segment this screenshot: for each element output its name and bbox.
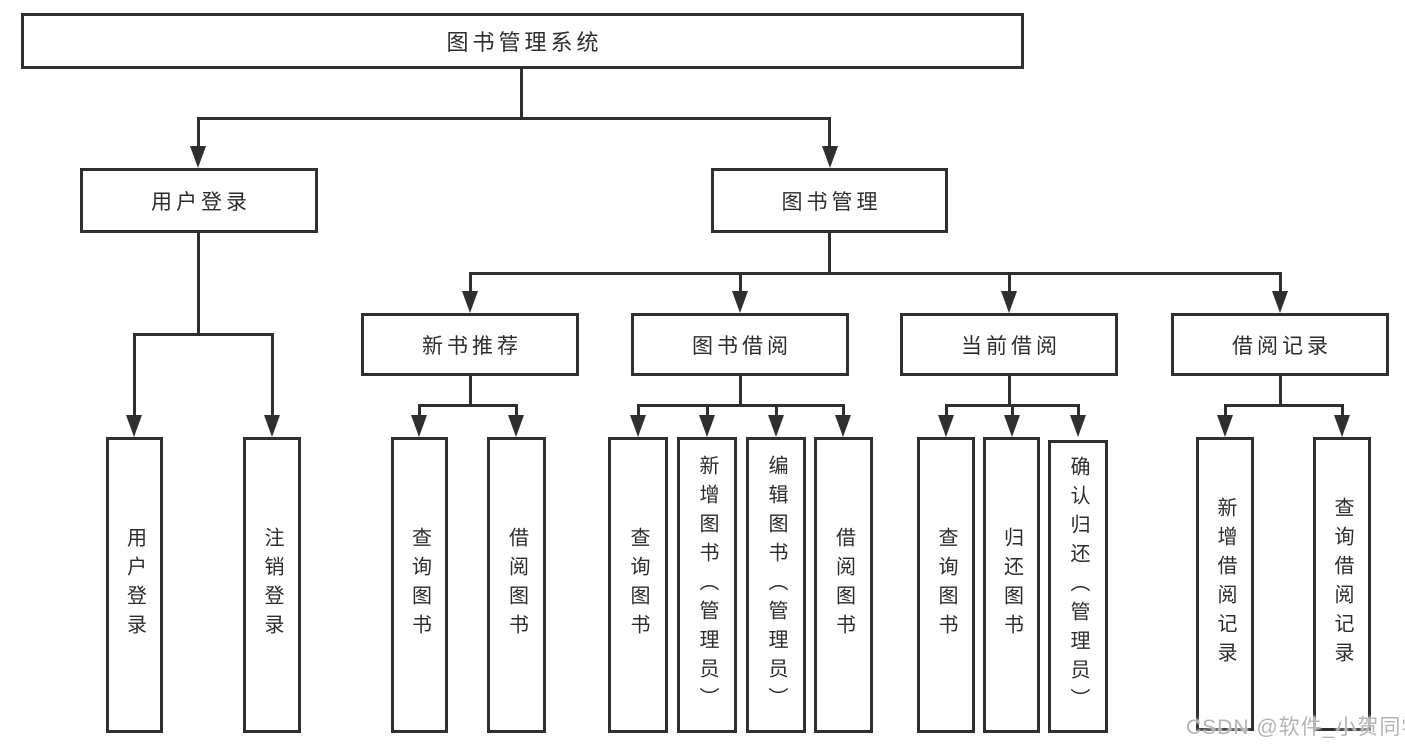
leaf-label: 编辑图书（管理员）: [765, 454, 787, 716]
leaf-confirm-return-admin: 确认归还（管理员）: [1048, 440, 1108, 733]
connector-borrow-records-branch: [1224, 404, 1344, 407]
arrowhead-borrow-records: [1272, 291, 1288, 313]
connector-stem: [945, 404, 948, 418]
connector-new-book-stem: [469, 376, 472, 407]
node-label: 图书借阅: [692, 334, 792, 358]
leaf-label: 新增借阅记录: [1214, 497, 1236, 671]
leaf-return-books: 归还图书: [983, 437, 1040, 733]
node-label: 当前借阅: [961, 334, 1061, 358]
leaf-borrow-books: 借阅图书: [814, 437, 873, 733]
connector-root-stem: [520, 68, 523, 118]
leaf-label: 归还图书: [1000, 527, 1023, 643]
connector-current-borrow-stem: [1008, 376, 1011, 407]
connector-stem-user-login: [197, 117, 200, 149]
arrowhead: [938, 415, 954, 437]
connector-stem-leaf-login: [133, 333, 136, 419]
connector-stem: [1341, 404, 1344, 418]
arrowhead: [699, 415, 715, 437]
arrowhead: [1217, 415, 1233, 437]
connector-book-management-stem: [828, 233, 831, 275]
connector-stem-book-borrow: [739, 272, 742, 294]
connector-stem-book-management: [828, 117, 831, 149]
leaf-edit-books-admin: 编辑图书（管理员）: [746, 437, 806, 733]
node-label: 新书推荐: [422, 334, 522, 358]
connector-stem: [1011, 404, 1014, 418]
connector-book-borrow-branch: [637, 404, 845, 407]
node-label: 图书管理系统: [446, 30, 603, 55]
leaf-label: 注销登录: [261, 527, 283, 643]
node-label: 用户登录: [151, 190, 251, 214]
leaf-add-borrow-record: 新增借阅记录: [1196, 437, 1254, 731]
leaf-label: 借阅图书: [832, 527, 855, 643]
arrowhead: [1334, 415, 1350, 437]
leaf-query-books-current: 查询图书: [917, 437, 975, 733]
leaf-label: 查询图书: [627, 527, 649, 643]
arrowhead-current-borrow: [1001, 291, 1017, 313]
arrowhead-leaf-login: [126, 415, 142, 437]
leaf-query-borrow-record: 查询借阅记录: [1313, 437, 1371, 731]
connector-stem: [515, 404, 518, 418]
node-borrow-records: 借阅记录: [1171, 313, 1389, 376]
connector-root-branch: [197, 117, 831, 120]
leaf-add-books-admin: 新增图书（管理员）: [677, 437, 737, 733]
arrowhead-user-login: [190, 146, 206, 168]
connector-stem-leaf-logout: [271, 333, 274, 419]
node-new-book-recommend: 新书推荐: [361, 313, 579, 376]
arrowhead-book-borrow: [732, 291, 748, 313]
connector-stem-new-book: [469, 272, 472, 294]
node-book-borrow: 图书借阅: [631, 313, 849, 376]
connector-stem-borrow-records: [1279, 272, 1282, 294]
node-current-borrow: 当前借阅: [900, 313, 1118, 376]
arrowhead: [768, 415, 784, 437]
arrowhead-leaf-logout: [264, 415, 280, 437]
leaf-label: 查询图书: [935, 527, 957, 643]
arrowhead-book-management: [822, 146, 838, 168]
node-library-system: 图书管理系统: [21, 13, 1024, 69]
node-user-login: 用户登录: [80, 168, 318, 233]
connector-stem: [637, 404, 640, 418]
connector-stem: [706, 404, 709, 418]
arrowhead: [1004, 415, 1020, 437]
watermark: CSDN @软件_小贺同学: [1186, 716, 1405, 739]
connector-stem: [418, 404, 421, 418]
leaf-label: 查询借阅记录: [1331, 497, 1353, 671]
leaf-query-books-recommend: 查询图书: [391, 437, 448, 733]
leaf-label: 新增图书（管理员）: [696, 454, 718, 716]
leaf-borrow-books-recommend: 借阅图书: [487, 437, 546, 733]
leaf-user-login: 用户登录: [106, 437, 163, 733]
connector-stem: [775, 404, 778, 418]
arrowhead: [411, 415, 427, 437]
node-label: 借阅记录: [1232, 334, 1332, 358]
connector-user-login-branch: [133, 333, 274, 336]
connector-user-login-stem: [197, 233, 200, 336]
leaf-query-books-borrow: 查询图书: [608, 437, 668, 733]
arrowhead: [835, 415, 851, 437]
arrowhead-new-book: [462, 291, 478, 313]
connector-book-management-branch: [469, 272, 1282, 275]
arrowhead: [630, 415, 646, 437]
arrowhead: [1070, 415, 1086, 437]
leaf-label: 借阅图书: [505, 527, 528, 643]
connector-stem: [1077, 404, 1080, 418]
connector-new-book-branch: [418, 404, 518, 407]
connector-stem-current-borrow: [1008, 272, 1011, 294]
connector-book-borrow-stem: [739, 376, 742, 407]
leaf-logout: 注销登录: [243, 437, 301, 733]
leaf-label: 确认归还（管理员）: [1067, 456, 1089, 717]
connector-borrow-records-stem: [1279, 376, 1282, 407]
leaf-label: 查询图书: [408, 527, 431, 643]
node-label: 图书管理: [781, 190, 882, 214]
node-book-management: 图书管理: [711, 168, 948, 233]
connector-stem: [1224, 404, 1227, 418]
connector-stem: [842, 404, 845, 418]
arrowhead: [508, 415, 524, 437]
leaf-label: 用户登录: [123, 527, 146, 643]
